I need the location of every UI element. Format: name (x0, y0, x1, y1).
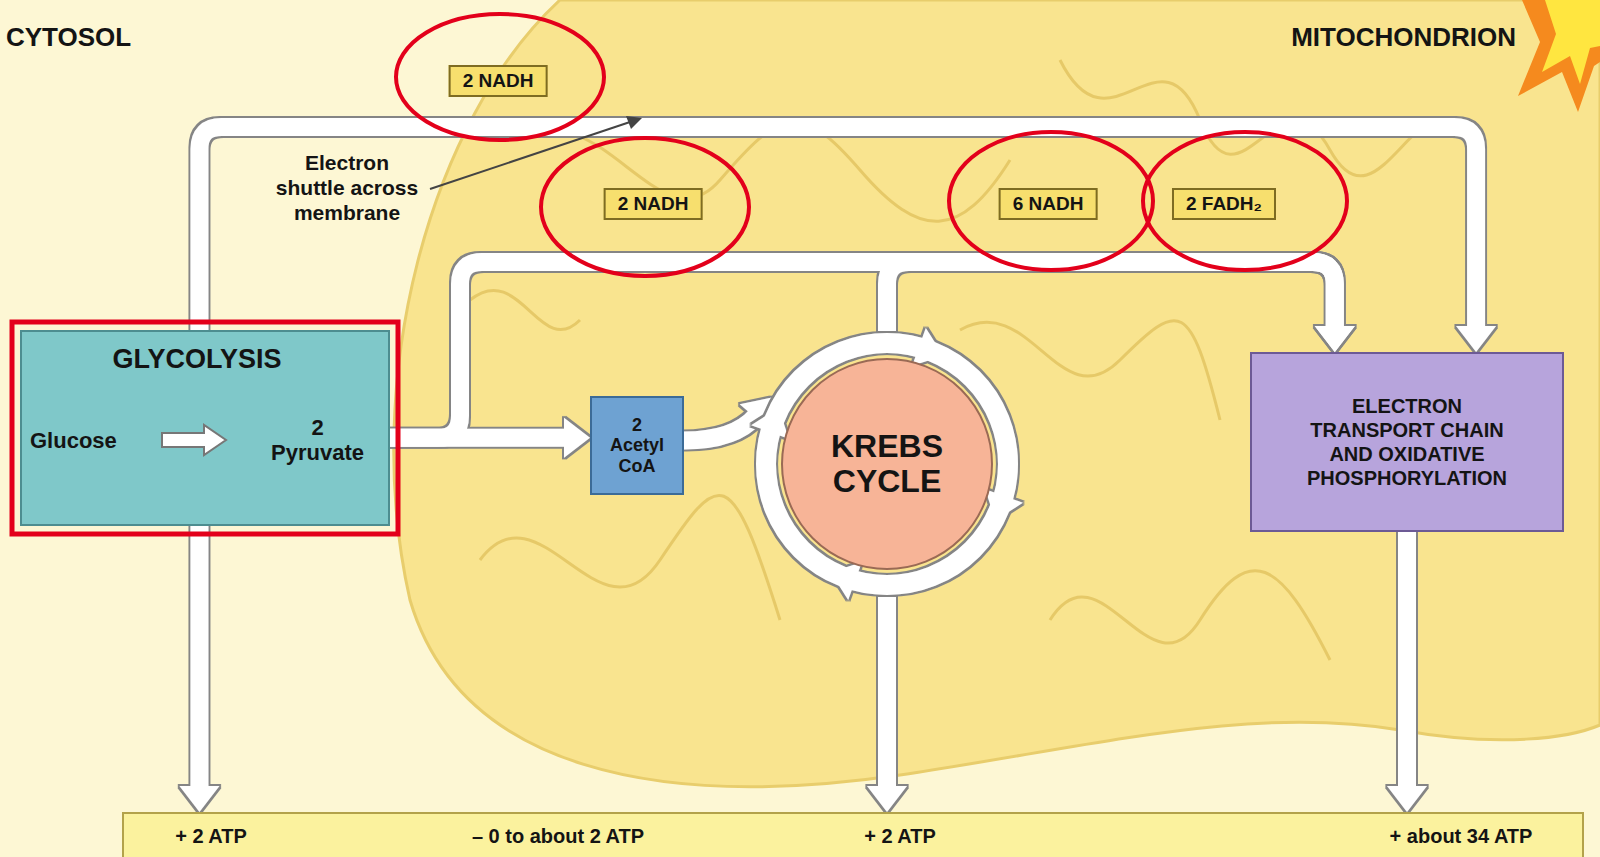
highlight-ellipse (396, 14, 604, 140)
arrowhead (564, 418, 590, 458)
leader-line (430, 122, 630, 189)
yield-band: + 2 ATP – 0 to about 2 ATP + 2 ATP + about … (122, 812, 1584, 857)
note-label: Electron shuttle across membrane (272, 150, 422, 226)
crista (1060, 60, 1470, 176)
highlight-ellipse (1143, 132, 1347, 270)
leader-arrowhead (626, 116, 642, 129)
crista (520, 122, 1010, 221)
crista (1050, 571, 1330, 660)
highlight-rectangle (12, 322, 398, 534)
starburst (1518, 0, 1600, 112)
carrier-label: 2 NADH (449, 65, 548, 97)
carrier-label: 6 NADH (999, 188, 1098, 220)
cycle-core (782, 359, 992, 569)
yield-label: + 2 ATP (864, 824, 936, 847)
conversion-arrow-shape (162, 425, 226, 455)
ring-arrowhead (751, 408, 789, 439)
process-box: 2 Acetyl CoA (590, 396, 684, 495)
arrowhead (1456, 326, 1496, 352)
arrow-shaft (1398, 532, 1416, 788)
node-label: 2 Acetyl CoA (610, 415, 664, 475)
yield-label: – 0 to about 2 ATP (472, 824, 644, 847)
arrowhead (1387, 786, 1427, 812)
process-box: GLYCOLYSIS Glucose 2 Pyruvate (20, 330, 390, 526)
node-label: Glucose (30, 428, 117, 453)
flow-arrow (199, 127, 1496, 352)
flow-arrow (684, 398, 772, 441)
highlight-ellipse (541, 138, 749, 276)
arrowhead (867, 786, 907, 812)
node-label: 2 Pyruvate (271, 415, 364, 466)
process-box: ELECTRON TRANSPORT CHAIN AND OXIDATIVE P… (1250, 352, 1564, 532)
mitochondrion-body (394, 0, 1600, 787)
highlight-ellipse (949, 132, 1153, 270)
ring-arrowhead (912, 328, 943, 366)
carrier-label: 2 NADH (604, 188, 703, 220)
flow-arrow (179, 526, 219, 812)
ring-track (766, 343, 1008, 585)
arrowhead (179, 786, 219, 812)
arrow-shaft (199, 127, 1476, 330)
conversion-arrow (160, 423, 228, 457)
arrow-shaft (684, 416, 756, 441)
region-label: CYTOSOL (6, 22, 131, 53)
arrowhead (1315, 326, 1355, 352)
ring-arrowhead (831, 562, 862, 600)
region-label: MITOCHONDRION (1291, 22, 1516, 53)
cycle-ring (751, 328, 1023, 600)
crista (480, 495, 780, 620)
flow-arrow (1387, 532, 1427, 812)
arrow-shaft (887, 262, 1335, 331)
arrowhead (1315, 326, 1355, 352)
node-row: Glucose 2 Pyruvate (30, 415, 364, 466)
ring-arrowhead (985, 489, 1023, 520)
arrow-shaft (878, 597, 896, 788)
flow-arrow (887, 262, 1355, 352)
cycle-circle: KREBS CYCLE (754, 331, 1020, 597)
node-title: GLYCOLYSIS (112, 344, 281, 375)
yield-label: + about 34 ATP (1390, 824, 1533, 847)
crista (470, 290, 580, 329)
node-label: KREBS CYCLE (831, 429, 943, 499)
arrow-shaft (190, 526, 208, 788)
starburst-core (1542, 0, 1600, 84)
flow-arrow (867, 597, 907, 812)
carrier-label: 2 FADH₂ (1172, 188, 1276, 220)
yield-label: + 2 ATP (175, 824, 247, 847)
node-label: ELECTRON TRANSPORT CHAIN AND OXIDATIVE P… (1300, 394, 1515, 490)
